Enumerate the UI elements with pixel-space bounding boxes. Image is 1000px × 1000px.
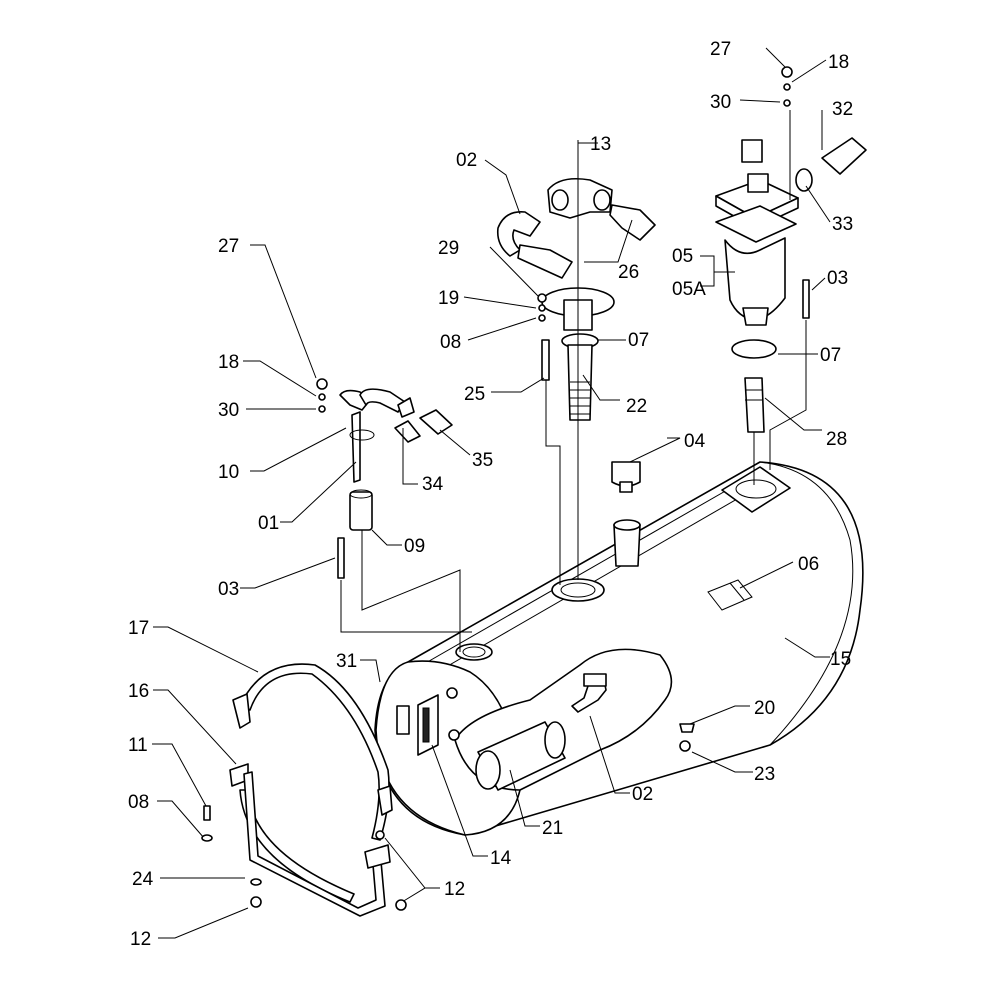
callout-labels: 27 18 30 32 02 13 33 05 05A 03 26 29 19 … (128, 39, 853, 950)
callout-08-lower: 08 (128, 792, 149, 813)
callout-12-lower: 12 (130, 929, 151, 950)
callout-07: 07 (628, 330, 649, 351)
callout-27-left: 27 (218, 236, 239, 257)
callout-02-lower: 02 (632, 784, 653, 805)
callout-05: 05 (672, 246, 693, 267)
vent-cap (611, 461, 695, 752)
callout-09: 09 (404, 536, 425, 557)
callout-20: 20 (754, 698, 775, 719)
callout-11: 11 (128, 735, 148, 756)
callout-16: 16 (128, 681, 149, 702)
callout-21: 21 (542, 818, 563, 839)
callout-10: 10 (218, 462, 239, 483)
fasteners (201, 805, 407, 911)
callout-26: 26 (618, 262, 639, 283)
callout-33: 33 (832, 214, 853, 235)
callout-35: 35 (472, 450, 493, 471)
level-gauge (396, 687, 460, 756)
callout-18-left: 18 (218, 352, 239, 373)
callout-25: 25 (464, 384, 485, 405)
center-pipe-assembly (496, 177, 656, 421)
callout-15: 15 (830, 649, 851, 670)
callout-23: 23 (754, 764, 775, 785)
suction-assembly (316, 378, 453, 531)
callout-02: 02 (456, 150, 477, 171)
filter-assembly (715, 66, 867, 433)
callout-24: 24 (132, 869, 154, 890)
callout-03-left: 03 (218, 579, 239, 600)
callout-03: 03 (827, 268, 848, 289)
callout-14: 14 (490, 848, 512, 869)
callout-07-lower: 07 (820, 345, 841, 366)
callout-12: 12 (444, 879, 465, 900)
callout-32: 32 (832, 99, 853, 120)
callout-08: 08 (440, 332, 461, 353)
tank-cutaway (454, 648, 673, 791)
callout-28: 28 (826, 429, 847, 450)
leader-lines (152, 47, 831, 939)
tank-strap (232, 663, 393, 903)
callout-18: 18 (828, 52, 849, 73)
callout-30: 30 (710, 92, 731, 113)
callout-05a: 05A (672, 279, 706, 300)
callout-30-left: 30 (218, 400, 239, 421)
callout-06: 06 (798, 554, 819, 575)
assembly-lines (340, 110, 807, 652)
tank-body (374, 461, 864, 836)
callout-27: 27 (710, 39, 731, 60)
decal (707, 579, 753, 611)
callout-34: 34 (422, 474, 444, 495)
callout-17: 17 (128, 618, 149, 639)
callout-04: 04 (684, 431, 706, 452)
callout-31: 31 (336, 651, 357, 672)
callout-22: 22 (626, 396, 647, 417)
studs (337, 279, 810, 579)
callout-19: 19 (438, 288, 459, 309)
support-bracket (229, 763, 391, 917)
callout-29: 29 (438, 238, 459, 259)
callout-01: 01 (258, 513, 279, 534)
callout-13: 13 (590, 134, 611, 155)
